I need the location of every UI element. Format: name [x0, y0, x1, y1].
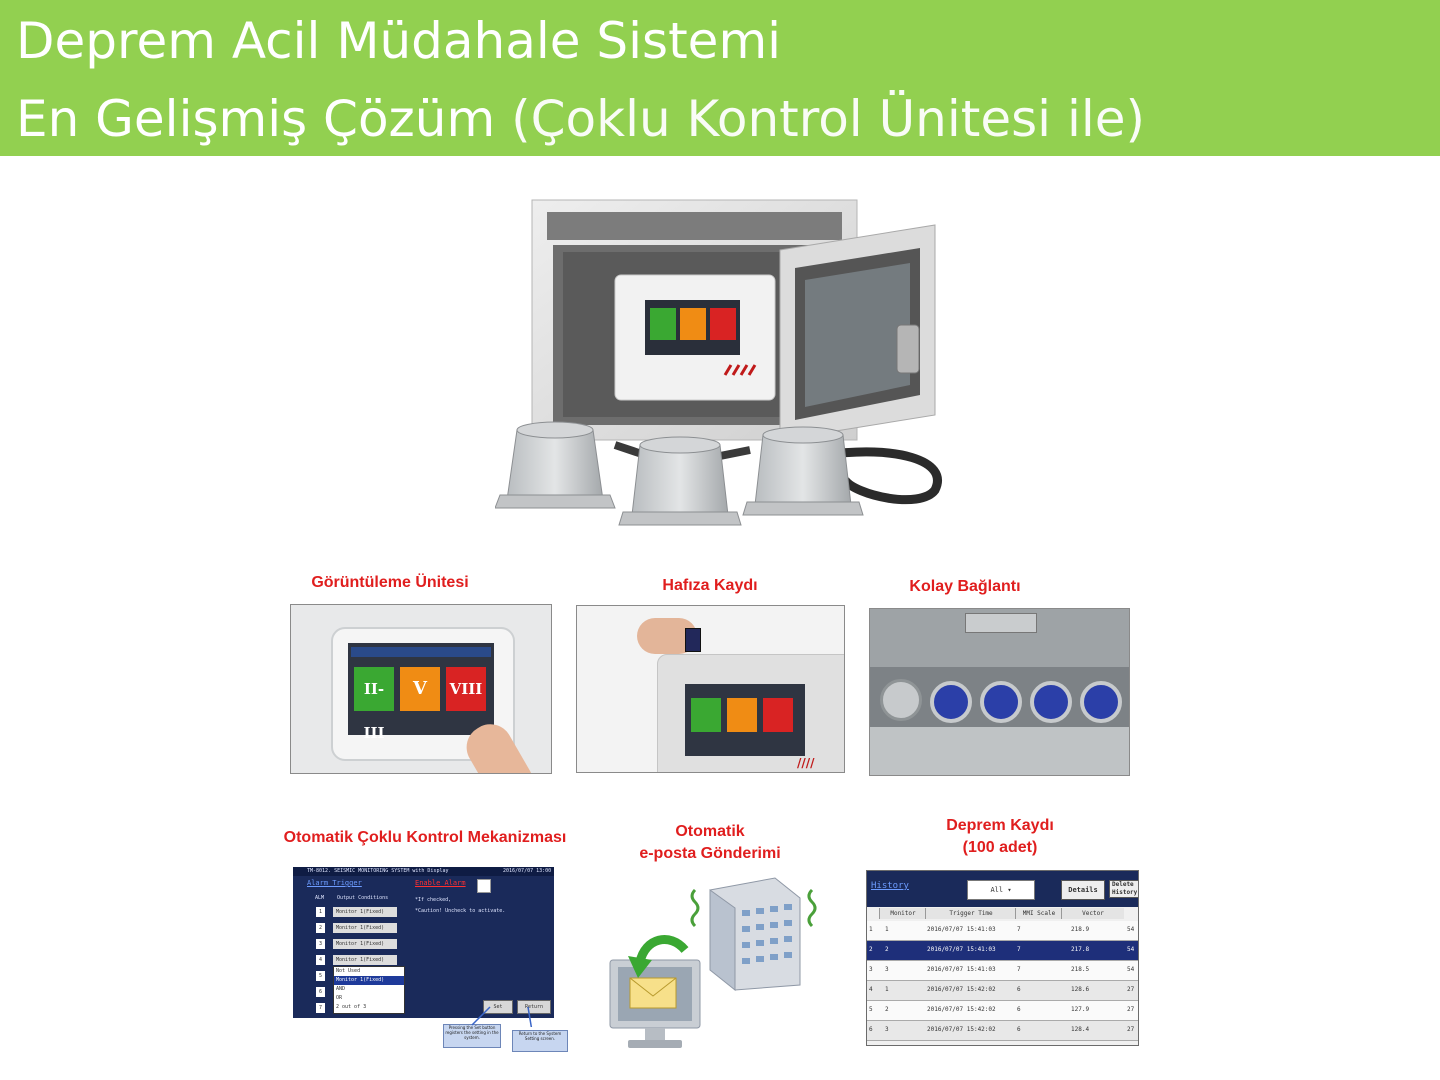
delete-history-button[interactable]: Delete History: [1109, 880, 1138, 898]
connection-photo: [869, 608, 1130, 776]
connector-icon: [1080, 681, 1122, 723]
details-button[interactable]: Details: [1061, 880, 1105, 900]
callout-return: Return to the System Setting screen.: [512, 1030, 568, 1052]
alarm-trigger-screen: TM-8012. SEISMIC MONITORING SYSTEM with …: [293, 867, 554, 1018]
dropdown-option[interactable]: 2 out of 3: [336, 1004, 367, 1010]
page-title-line1: Deprem Acil Müdahale Sistemi: [16, 12, 782, 70]
set-button[interactable]: Set: [483, 1000, 513, 1014]
history-screen: History All ▾ Details Delete History Mon…: [866, 870, 1139, 1046]
table-row[interactable]: 4 1 2016/07/07 15:42:02 6 128.6 27: [867, 981, 1138, 1001]
page-title-line2: En Gelişmiş Çözüm (Çoklu Kontrol Ünitesi…: [16, 88, 1145, 150]
caption-record-line2: (100 adet): [962, 839, 1038, 856]
memory-photo: ////: [576, 605, 845, 773]
level-box-3: VIII: [446, 667, 486, 711]
callout-set: Pressing the Set button registers the se…: [443, 1024, 501, 1048]
dropdown-option[interactable]: Not Used: [336, 968, 361, 974]
table-row[interactable]: 3 3 2016/07/07 15:41:03 7 218.5 54: [867, 961, 1138, 981]
table-row[interactable]: 5 2 2016/07/07 15:42:02 6 127.9 27: [867, 1001, 1138, 1021]
dropdown-option-selected[interactable]: Monitor 1(Fixed): [334, 976, 404, 985]
connector-icon: [880, 679, 922, 721]
caption-email-line1: Otomatik: [675, 823, 745, 840]
dropdown-option[interactable]: AND: [336, 986, 346, 992]
output-select[interactable]: Monitor 1(Fixed): [333, 923, 397, 933]
connector-icon: [1030, 681, 1072, 723]
display-unit-photo: II-III V VIII: [290, 604, 552, 774]
caption-email-line2: e-posta Gönderimi: [639, 845, 781, 862]
chevron-down-icon: ▾: [1007, 886, 1012, 894]
caption-record-line1: Deprem Kaydı: [946, 817, 1054, 834]
output-select[interactable]: Monitor 1(Fixed): [333, 939, 397, 949]
output-select[interactable]: Monitor 1(Fixed): [333, 955, 397, 965]
level-box-1: II-III: [354, 667, 394, 742]
output-dropdown-list[interactable]: Not Used Monitor 1(Fixed) AND OR 2 out o…: [333, 966, 405, 1014]
caption-control: Otomatik Çoklu Kontrol Mekanizması: [283, 829, 567, 846]
title-sub: (Çoklu Kontrol Ünitesi ile): [511, 90, 1145, 148]
output-select[interactable]: Monitor 1(Fixed): [333, 907, 397, 917]
table-row[interactable]: 6 3 2016/07/07 15:42:02 6 128.4 27: [867, 1021, 1138, 1041]
caption-memory: Hafıza Kaydı: [662, 577, 758, 594]
return-button[interactable]: Return: [517, 1000, 551, 1014]
history-title: History: [871, 881, 909, 891]
sd-card-icon: [685, 628, 701, 652]
connector-icon: [930, 681, 972, 723]
table-row[interactable]: 1 1 2016/07/07 15:41:03 7 218.9 54: [867, 921, 1138, 941]
enable-alarm-label: Enable Alarm: [415, 879, 466, 887]
caption-connection: Kolay Bağlantı: [909, 578, 1021, 595]
connector-icon: [980, 681, 1022, 723]
table-row-selected[interactable]: 2 2 2016/07/07 15:41:03 7 217.8 54: [867, 941, 1138, 961]
filter-select[interactable]: All ▾: [967, 880, 1035, 900]
dropdown-option[interactable]: OR: [336, 995, 343, 1001]
caption-display-unit: Görüntüleme Ünitesi: [311, 574, 469, 591]
header-banner: [0, 0, 1440, 156]
cabinet-illustration: [495, 199, 942, 526]
email-illustration: [609, 877, 817, 1048]
level-box-2: V: [400, 667, 440, 711]
alarm-title: Alarm Trigger: [307, 879, 362, 887]
enable-alarm-checkbox[interactable]: [477, 879, 491, 893]
title-main: En Gelişmiş Çözüm: [16, 90, 496, 148]
